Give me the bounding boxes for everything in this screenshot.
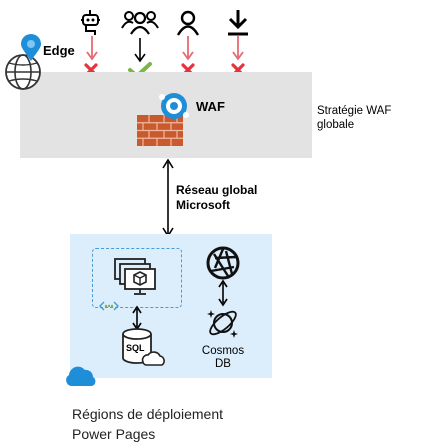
- regions-label-line2: Power Pages: [72, 426, 156, 442]
- vnet-icon: [99, 301, 119, 311]
- waf-label: WAF: [196, 99, 225, 114]
- bot-icon: [81, 10, 100, 35]
- regions-label: Régions de déploiement Power Pages: [72, 404, 223, 444]
- cosmos-label-line2: DB: [215, 358, 231, 370]
- regions-label-line1: Régions de déploiement: [72, 406, 223, 422]
- aperture-icon: [206, 246, 240, 280]
- users-icon: [121, 11, 159, 35]
- waf-policy-label: Stratégie WAF globale: [317, 104, 391, 132]
- location-pin-icon: [21, 34, 41, 61]
- cosmos-label: Cosmos DB: [193, 345, 253, 371]
- request-arrows: [86, 36, 244, 63]
- globe-icon: [5, 54, 41, 90]
- virtual-machine-icon: [114, 258, 156, 295]
- user-icon: [176, 10, 200, 36]
- network-label: Réseau global Microsoft: [176, 183, 257, 213]
- sql-connection-arrow: [132, 305, 142, 331]
- sql-label: SQL: [126, 343, 145, 353]
- firewall-icon: [137, 115, 183, 146]
- waf-cloud-icon: [159, 93, 189, 119]
- edge-label: Edge: [43, 43, 75, 58]
- network-label-line1: Réseau global: [176, 183, 258, 197]
- waf-policy-label-line1: Stratégie WAF: [317, 105, 392, 117]
- cosmos-connection-arrow: [218, 279, 228, 307]
- cosmos-db-icon: [207, 310, 238, 338]
- cosmos-label-line1: Cosmos: [201, 345, 245, 357]
- sql-database-icon: [122, 328, 165, 366]
- waf-policy-label-line2: globale: [317, 119, 355, 131]
- network-arrow: [162, 158, 174, 238]
- download-icon: [228, 10, 248, 36]
- network-label-line2: Microsoft: [176, 198, 230, 212]
- cloud-icon: [66, 366, 96, 386]
